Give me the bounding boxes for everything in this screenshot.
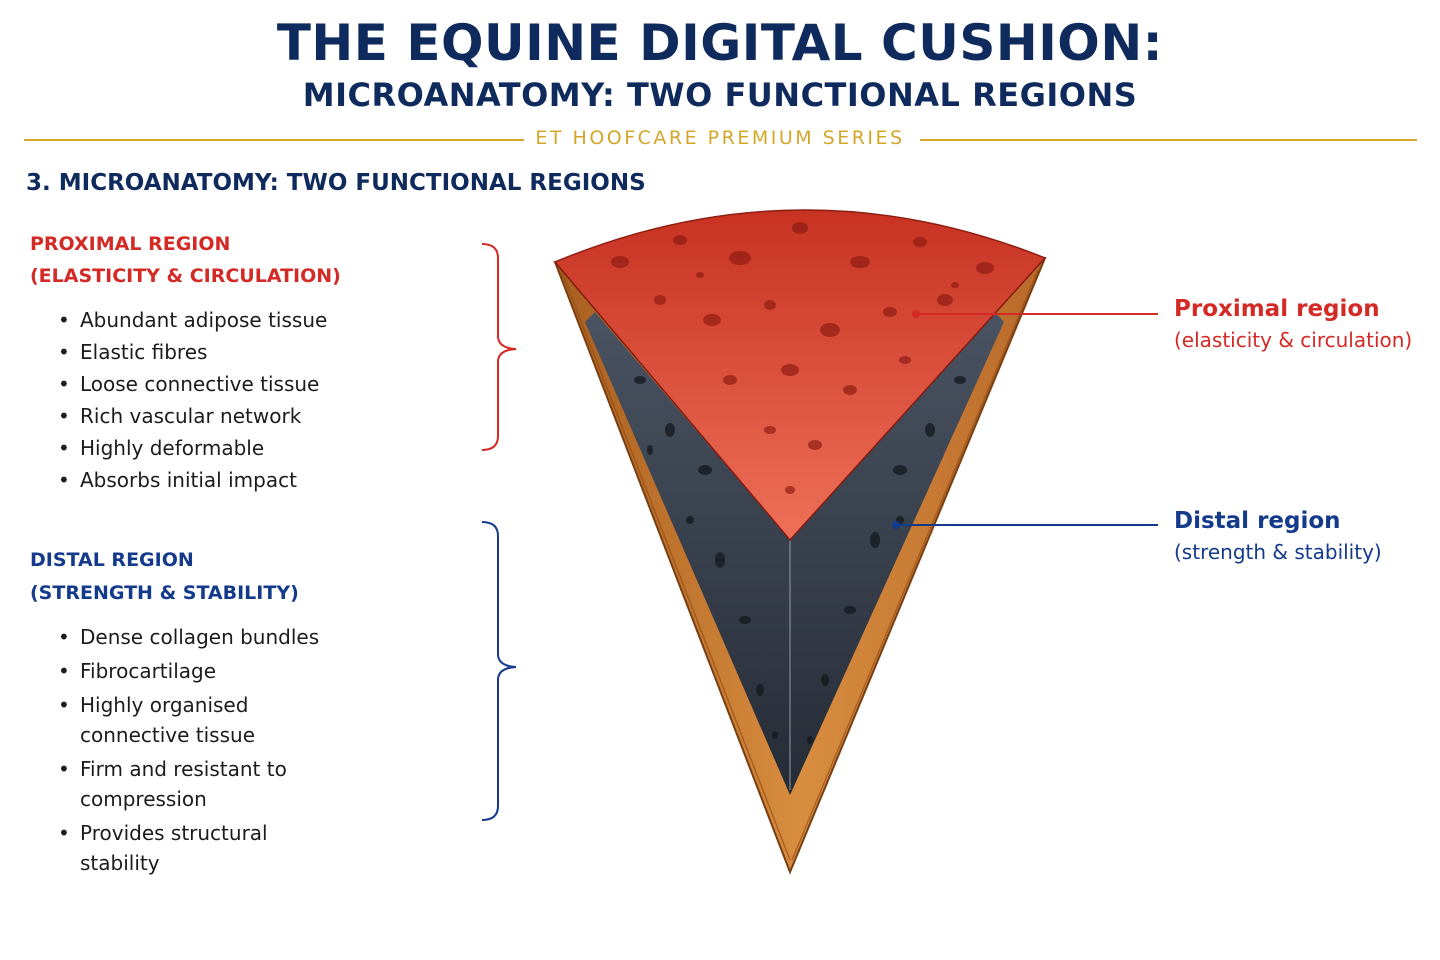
distal-callout-title: Distal region xyxy=(1174,508,1341,534)
proximal-bracket xyxy=(481,243,517,451)
distal-bracket xyxy=(481,521,517,821)
list-item: Dense collagen bundles xyxy=(58,622,348,652)
list-item: Highly deformable xyxy=(58,432,327,464)
distal-heading: DISTAL REGION xyxy=(30,549,194,571)
distal-subheading: (STRENGTH & STABILITY) xyxy=(30,582,299,604)
distal-leader-dot xyxy=(892,521,900,529)
section-title: 3. MICROANATOMY: TWO FUNCTIONAL REGIONS xyxy=(26,170,646,196)
main-subtitle: MICROANATOMY: TWO FUNCTIONAL REGIONS xyxy=(302,76,1138,114)
list-item: Highly organised connective tissue xyxy=(58,690,348,750)
list-item: Firm and resistant to compression xyxy=(58,754,348,814)
proximal-callout-sub: (elasticity & circulation) xyxy=(1174,328,1413,352)
list-item: Fibrocartilage xyxy=(58,656,348,686)
proximal-tissue xyxy=(553,209,1047,542)
proximal-callout-title: Proximal region xyxy=(1174,296,1380,322)
series-label: ET HOOFCARE PREMIUM SERIES xyxy=(535,127,905,149)
proximal-subheading: (ELASTICITY & CIRCULATION) xyxy=(30,265,341,287)
proximal-heading: PROXIMAL REGION xyxy=(30,233,231,255)
list-item: Rich vascular network xyxy=(58,400,327,432)
gold-rule-left xyxy=(24,139,524,141)
distal-features-list: Dense collagen bundles Fibrocartilage Hi… xyxy=(58,622,348,882)
distal-callout-sub: (strength & stability) xyxy=(1174,540,1382,564)
list-item: Elastic fibres xyxy=(58,336,327,368)
list-item: Provides structural stability xyxy=(58,818,348,878)
distal-tissue xyxy=(585,312,1004,795)
list-item: Absorbs initial impact xyxy=(58,464,327,496)
main-title: THE EQUINE DIGITAL CUSHION: xyxy=(276,14,1164,72)
list-item: Loose connective tissue xyxy=(58,368,327,400)
proximal-features-list: Abundant adipose tissue Elastic fibres L… xyxy=(58,304,327,496)
gold-rule-right xyxy=(920,139,1417,141)
proximal-leader-dot xyxy=(912,310,920,318)
list-item: Abundant adipose tissue xyxy=(58,304,327,336)
